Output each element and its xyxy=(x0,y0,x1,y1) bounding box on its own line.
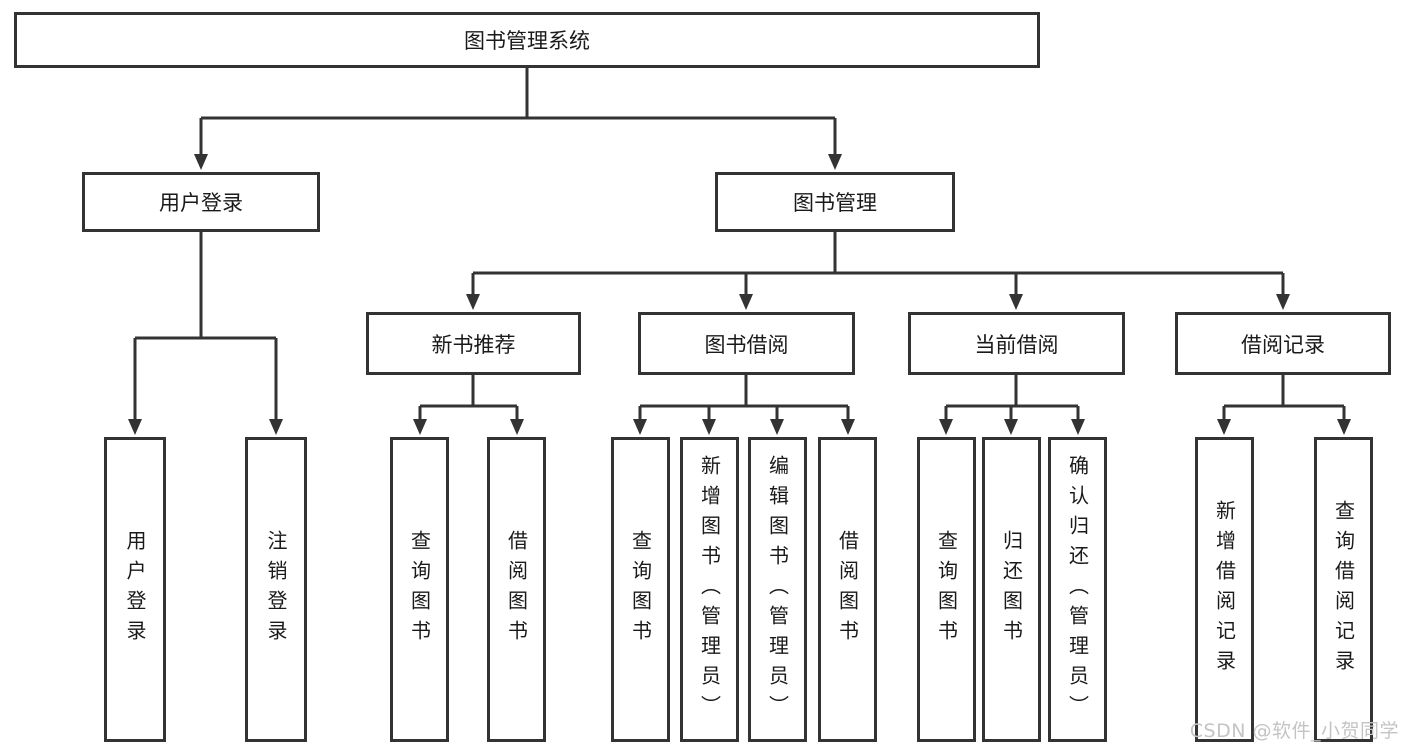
node-current-borrow: 当前借阅 xyxy=(908,312,1125,375)
node-root: 图书管理系统 xyxy=(14,12,1040,68)
node-user-login: 用户登录 xyxy=(82,172,320,232)
leaf-confirm-return-admin: 确认归还（管理员） xyxy=(1048,437,1107,742)
leaf-search-borrow-record: 查询借阅记录 xyxy=(1314,437,1373,742)
leaf-return-book: 归还图书 xyxy=(982,437,1041,742)
node-book-borrow: 图书借阅 xyxy=(638,312,855,375)
leaf-search-books-recommend: 查询图书 xyxy=(390,437,449,742)
node-new-book-recommend: 新书推荐 xyxy=(366,312,581,375)
leaf-add-borrow-record: 新增借阅记录 xyxy=(1195,437,1254,742)
leaf-edit-book-admin: 编辑图书（管理员） xyxy=(748,437,807,742)
node-borrow-records: 借阅记录 xyxy=(1175,312,1391,375)
leaf-borrow-books-recommend: 借阅图书 xyxy=(487,437,546,742)
leaf-borrow-books: 借阅图书 xyxy=(818,437,877,742)
csdn-watermark: CSDN @软件_小贺同学 xyxy=(1189,720,1399,742)
leaf-logout-login: 注销登录 xyxy=(245,437,307,742)
leaf-search-books-current: 查询图书 xyxy=(917,437,976,742)
node-book-management: 图书管理 xyxy=(715,172,955,232)
arrowheads xyxy=(128,154,1351,435)
leaf-search-books-borrow: 查询图书 xyxy=(611,437,670,742)
leaf-user-login: 用户登录 xyxy=(104,437,166,742)
leaf-add-book-admin: 新增图书（管理员） xyxy=(680,437,739,742)
